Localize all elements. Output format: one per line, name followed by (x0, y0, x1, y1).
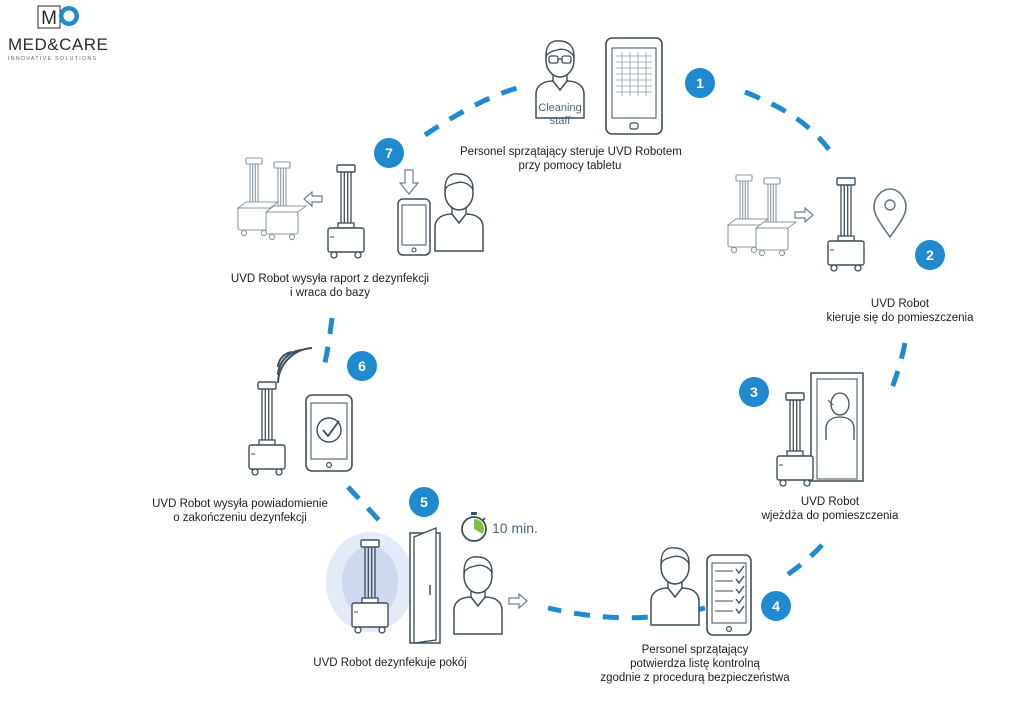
step7-robot-icon (327, 164, 365, 259)
step6-caption-line1: UVD Robot wysyła powiadomienie (152, 498, 328, 510)
step5-door-icon (409, 527, 441, 644)
step3-door-with-person-icon (810, 372, 864, 482)
step5-staff-icon (453, 556, 503, 635)
step1-caption-line1: Personel sprzątający steruje UVD Robotem (460, 146, 682, 158)
step7-phone-icon (397, 198, 431, 256)
step7-base-robots-icon (237, 157, 307, 241)
step6-caption-line2: o zakończeniu dezynfekcji (173, 512, 307, 524)
step2-location-pin-icon (873, 188, 907, 239)
timer-label: 10 min. (492, 520, 538, 536)
step5-caption-line1: UVD Robot dezynfekuje pokój (313, 657, 467, 669)
med-and-care-logo: M MED&CARE INNOVATIVE SOLUTIONS (8, 4, 123, 64)
down-arrow-icon (398, 169, 420, 195)
step1-tablet-icon (605, 37, 663, 135)
step2-caption-line2: kieruje się do pomieszczenia (826, 312, 974, 324)
step5-arrow-icon (508, 593, 528, 609)
step2-robot-icon (827, 177, 865, 272)
logo-tagline: INNOVATIVE SOLUTIONS (8, 56, 98, 62)
step4-staff-icon (650, 547, 700, 626)
wifi-signal-icon (277, 347, 313, 384)
step7-caption-line2: i wraca do bazy (290, 287, 370, 299)
step4-checklist-tablet-icon (706, 554, 752, 636)
step2-arrow-icon (794, 207, 814, 223)
step-badge-1: 1 (685, 68, 715, 98)
step5-caption: UVD Robot dezynfekuje pokój (290, 656, 490, 670)
step-badge-5: 5 (409, 487, 439, 517)
step7-staff-icon (434, 173, 484, 252)
step-badge-7: 7 (374, 138, 404, 168)
timer-icon (461, 512, 487, 542)
step6-caption: UVD Robot wysyła powiadomienie o zakończ… (130, 497, 350, 525)
logo-mark-icon: M (37, 5, 79, 29)
step6-phone-check-icon (305, 394, 353, 472)
step4-caption: Personel sprzątający potwierdza listę ko… (585, 643, 805, 685)
step1-caption-line2: przy pomocy tabletu (518, 160, 622, 172)
step-badge-2: 2 (915, 240, 945, 270)
step4-caption-line3: zgodnie z procedurą bezpieczeństwa (600, 672, 790, 684)
step7-caption: UVD Robot wysyła raport z dezynfekcji i … (210, 272, 450, 300)
step3-caption-line1: UVD Robot (800, 496, 860, 508)
step6-robot-icon (248, 381, 286, 476)
step2-caption-line1: UVD Robot (870, 298, 930, 310)
step3-robot-icon (776, 392, 814, 487)
step1-caption: Personel sprzątający steruje UVD Robotem… (460, 145, 682, 173)
logo-mark-letter: M (41, 8, 57, 29)
staff-badge-line1: Cleaning (538, 102, 581, 114)
step-badge-3: 3 (739, 377, 769, 407)
logo-name: MED&CARE (8, 35, 109, 54)
step2-base-robots-icon (727, 174, 797, 257)
step1-cleaning-staff-icon: Cleaning staff (535, 40, 585, 127)
step3-caption-line2: wjeżdża do pomieszczenia (761, 510, 899, 522)
cycle-dashed-arcs (322, 83, 908, 621)
step-badge-6: 6 (347, 351, 377, 381)
step4-caption-line2: potwierdza listę kontrolną (630, 658, 760, 670)
step-badge-4: 4 (761, 591, 791, 621)
step2-caption: UVD Robot kieruje się do pomieszczenia (800, 297, 1000, 325)
step3-caption: UVD Robot wjeżdża do pomieszczenia (740, 495, 920, 523)
step7-caption-line1: UVD Robot wysyła raport z dezynfekcji (230, 273, 430, 285)
step4-caption-line1: Personel sprzątający (641, 644, 749, 656)
step7-arrow-icon (303, 191, 323, 207)
staff-badge-line2: staff (550, 115, 572, 127)
